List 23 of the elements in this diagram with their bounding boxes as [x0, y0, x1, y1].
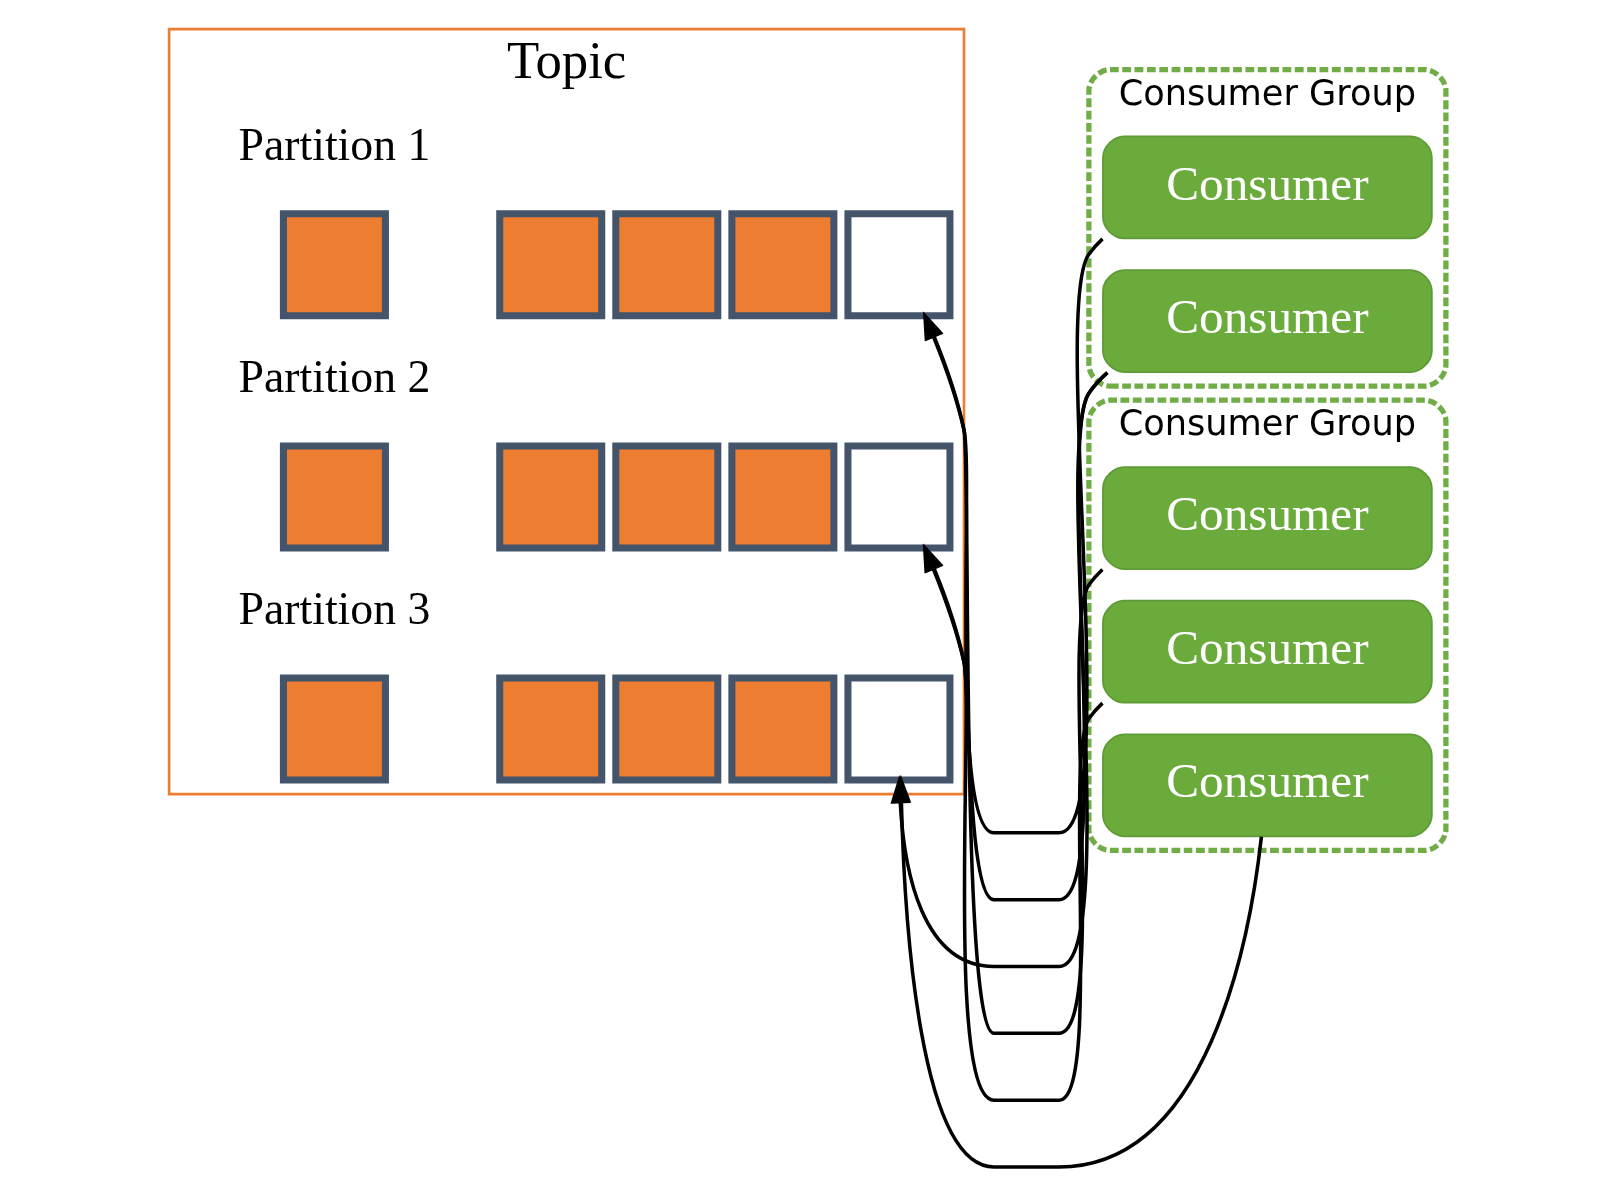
node-box: Consumer: [1102, 269, 1433, 373]
node-box: Consumer: [1102, 466, 1433, 570]
node-box: Consumer: [1102, 599, 1433, 704]
node-box: [728, 442, 838, 552]
node-text: Partition 2: [238, 350, 431, 402]
node-box: [844, 442, 954, 552]
node-text: Partition 1: [238, 118, 431, 170]
node-box: [844, 210, 954, 320]
node-box: Consumer: [1102, 733, 1433, 838]
node-box: [612, 210, 722, 320]
node-box: [496, 674, 606, 784]
node-box: [728, 210, 838, 320]
node-box: Consumer: [1102, 135, 1433, 240]
node-text: Partition 3: [238, 583, 431, 635]
node-box: [844, 674, 954, 784]
node-box: [496, 210, 606, 320]
node-box: [728, 674, 838, 784]
node-box: [279, 674, 389, 784]
node-box: [279, 210, 389, 320]
node-box: [279, 442, 389, 552]
node-box: [612, 442, 722, 552]
node-box: [496, 442, 606, 552]
node-box: [612, 674, 722, 784]
